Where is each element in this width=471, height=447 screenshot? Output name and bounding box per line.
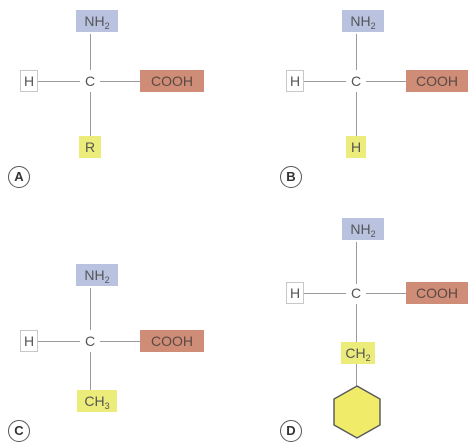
bond-bottom (356, 304, 357, 342)
bond-right (366, 81, 406, 82)
carboxyl-group: COOH (140, 330, 204, 352)
alpha-carbon: C (84, 73, 96, 89)
alpha-carbon: C (84, 333, 96, 349)
amino-group: NH2 (342, 10, 384, 32)
hydrogen-atom: H (286, 282, 304, 304)
panel-a: NH2 H C COOH R A (0, 0, 235, 223)
hydrogen-atom: H (20, 70, 38, 92)
panel-c: NH2 H C COOH CH3 C (0, 224, 235, 447)
bond-left (38, 81, 80, 82)
bond-ring (356, 364, 357, 386)
bond-right (100, 341, 140, 342)
side-chain: CH2 (341, 342, 375, 364)
bond-left (304, 81, 346, 82)
alpha-carbon: C (350, 73, 362, 89)
amino-group: NH2 (76, 10, 118, 32)
amino-group: NH2 (76, 264, 118, 286)
panel-label: D (280, 420, 302, 442)
bond-top (90, 34, 91, 70)
bond-right (366, 293, 406, 294)
side-chain: CH3 (77, 390, 117, 412)
bond-top (356, 34, 357, 70)
alpha-carbon: C (350, 285, 362, 301)
benzene-ring-icon (333, 385, 381, 439)
bond-left (38, 341, 80, 342)
bond-bottom (90, 92, 91, 136)
bond-top (356, 242, 357, 284)
bond-bottom (356, 92, 357, 136)
side-chain: H (346, 136, 366, 158)
panel-label: A (8, 166, 30, 188)
panel-label: C (8, 420, 30, 442)
panel-d: NH2 H C COOH CH2 D (236, 200, 471, 447)
bond-left (304, 293, 346, 294)
panel-label: B (280, 166, 302, 188)
hydrogen-atom: H (286, 70, 304, 92)
carboxyl-group: COOH (406, 70, 468, 92)
panel-b: NH2 H C COOH H B (236, 0, 471, 223)
carboxyl-group: COOH (140, 70, 204, 92)
amino-group: NH2 (342, 218, 384, 240)
hydrogen-atom: H (20, 330, 38, 352)
bond-right (100, 81, 140, 82)
side-chain: R (79, 136, 101, 158)
bond-top (90, 288, 91, 330)
carboxyl-group: COOH (406, 282, 468, 304)
bond-bottom (90, 352, 91, 390)
